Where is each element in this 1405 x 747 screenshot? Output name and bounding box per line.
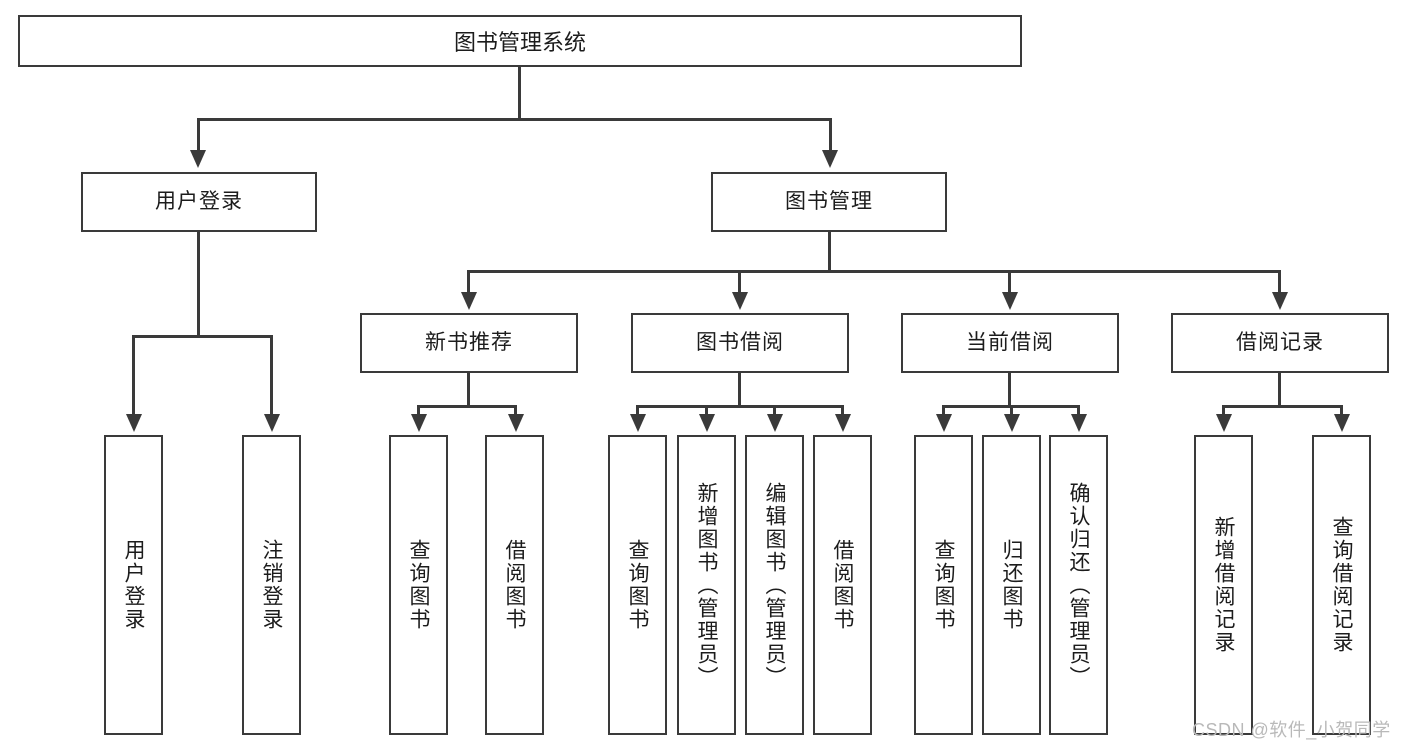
edge-user-login-stem [197, 232, 200, 337]
node-label: 查询图书 [626, 539, 649, 631]
edge-br-to-leaf-2 [1340, 405, 1343, 417]
node-label: 图书管理系统 [453, 30, 586, 55]
arrowhead-user-login-leaf-2 [264, 414, 280, 432]
arrowhead-nb-leaf-2 [508, 414, 524, 432]
arrowhead-bm-new-book [461, 292, 477, 310]
leaf-book-borrow-2[interactable]: 新增图书（管理员） [677, 435, 736, 735]
edge-root-split-bar [198, 118, 832, 121]
edge-book-borrow-split-bar [637, 405, 844, 408]
edge-bb-to-leaf-4 [841, 405, 844, 417]
edge-cb-to-leaf-3 [1077, 405, 1080, 417]
edge-book-borrow-stem [738, 373, 741, 407]
node-label: 查询借阅记录 [1330, 516, 1353, 654]
edge-nb-to-leaf-2 [514, 405, 517, 417]
leaf-user-login-2[interactable]: 注销登录 [242, 435, 301, 735]
edge-user-login-to-leaf-2 [270, 335, 273, 417]
leaf-book-borrow-3[interactable]: 编辑图书（管理员） [745, 435, 804, 735]
arrowhead-root-to-user-login [190, 150, 206, 168]
node-label: 确认归还（管理员） [1067, 481, 1090, 689]
node-user-login[interactable]: 用户登录 [81, 172, 317, 232]
node-label: 归还图书 [1000, 539, 1023, 631]
arrowhead-cb-leaf-3 [1071, 414, 1087, 432]
arrowhead-bb-leaf-1 [630, 414, 646, 432]
arrowhead-root-to-book-management [822, 150, 838, 168]
arrowhead-cb-leaf-2 [1004, 414, 1020, 432]
node-root-book-management-system[interactable]: 图书管理系统 [18, 15, 1022, 67]
node-label: 借阅记录 [1236, 331, 1324, 355]
leaf-borrow-record-1[interactable]: 新增借阅记录 [1194, 435, 1253, 735]
node-borrow-record[interactable]: 借阅记录 [1171, 313, 1389, 373]
edge-book-management-stem [828, 232, 831, 272]
edge-user-login-to-leaf-1 [132, 335, 135, 417]
edge-bm-to-new-book [467, 270, 470, 294]
leaf-new-book-1[interactable]: 查询图书 [389, 435, 448, 735]
edge-bm-to-borrow-record [1278, 270, 1281, 294]
node-label: 用户登录 [155, 190, 243, 214]
arrowhead-bm-borrow-record [1272, 292, 1288, 310]
csdn-watermark: CSDN @软件_小贺同学 [1192, 720, 1391, 740]
edge-borrow-record-split-bar [1223, 405, 1343, 408]
edge-br-to-leaf-1 [1222, 405, 1225, 417]
edge-borrow-record-stem [1278, 373, 1281, 407]
node-current-borrow[interactable]: 当前借阅 [901, 313, 1119, 373]
arrowhead-user-login-leaf-1 [126, 414, 142, 432]
arrowhead-bb-leaf-4 [835, 414, 851, 432]
leaf-current-borrow-2[interactable]: 归还图书 [982, 435, 1041, 735]
leaf-current-borrow-1[interactable]: 查询图书 [914, 435, 973, 735]
edge-bb-to-leaf-3 [773, 405, 776, 417]
edge-new-book-split-bar [418, 405, 517, 408]
edge-bm-to-current-borrow [1008, 270, 1011, 294]
arrowhead-cb-leaf-1 [936, 414, 952, 432]
node-new-book-recommend[interactable]: 新书推荐 [360, 313, 578, 373]
node-label: 图书管理 [785, 190, 873, 214]
edge-bm-to-book-borrow [738, 270, 741, 294]
node-label: 查询图书 [407, 539, 430, 631]
node-label: 当前借阅 [966, 331, 1054, 355]
leaf-book-borrow-4[interactable]: 借阅图书 [813, 435, 872, 735]
edge-root-to-book-management [829, 118, 832, 154]
edge-book-management-split-bar [468, 270, 1281, 273]
node-book-management[interactable]: 图书管理 [711, 172, 947, 232]
node-label: 注销登录 [260, 539, 283, 631]
leaf-current-borrow-3[interactable]: 确认归还（管理员） [1049, 435, 1108, 735]
arrowhead-bb-leaf-3 [767, 414, 783, 432]
edge-bb-to-leaf-2 [705, 405, 708, 417]
node-label: 新增借阅记录 [1212, 516, 1235, 654]
leaf-borrow-record-2[interactable]: 查询借阅记录 [1312, 435, 1371, 735]
node-label: 新书推荐 [425, 331, 513, 355]
edge-cb-to-leaf-2 [1010, 405, 1013, 417]
arrowhead-br-leaf-2 [1334, 414, 1350, 432]
edge-bb-to-leaf-1 [636, 405, 639, 417]
arrowhead-bm-book-borrow [732, 292, 748, 310]
edge-user-login-split-bar [133, 335, 272, 338]
edge-cb-to-leaf-1 [942, 405, 945, 417]
arrowhead-nb-leaf-1 [411, 414, 427, 432]
edge-nb-to-leaf-1 [417, 405, 420, 417]
arrowhead-bm-current-borrow [1002, 292, 1018, 310]
leaf-new-book-2[interactable]: 借阅图书 [485, 435, 544, 735]
node-label: 编辑图书（管理员） [763, 481, 786, 689]
edge-new-book-stem [467, 373, 470, 407]
arrowhead-br-leaf-1 [1216, 414, 1232, 432]
node-label: 用户登录 [122, 539, 145, 631]
node-label: 借阅图书 [503, 539, 526, 631]
node-label: 图书借阅 [696, 331, 784, 355]
node-label: 借阅图书 [831, 539, 854, 631]
node-label: 查询图书 [932, 539, 955, 631]
leaf-book-borrow-1[interactable]: 查询图书 [608, 435, 667, 735]
arrowhead-bb-leaf-2 [699, 414, 715, 432]
edge-current-borrow-stem [1008, 373, 1011, 407]
edge-root-to-user-login [197, 118, 200, 154]
node-label: 新增图书（管理员） [695, 481, 718, 689]
node-book-borrow[interactable]: 图书借阅 [631, 313, 849, 373]
leaf-user-login-1[interactable]: 用户登录 [104, 435, 163, 735]
edge-root-stem [518, 67, 521, 120]
